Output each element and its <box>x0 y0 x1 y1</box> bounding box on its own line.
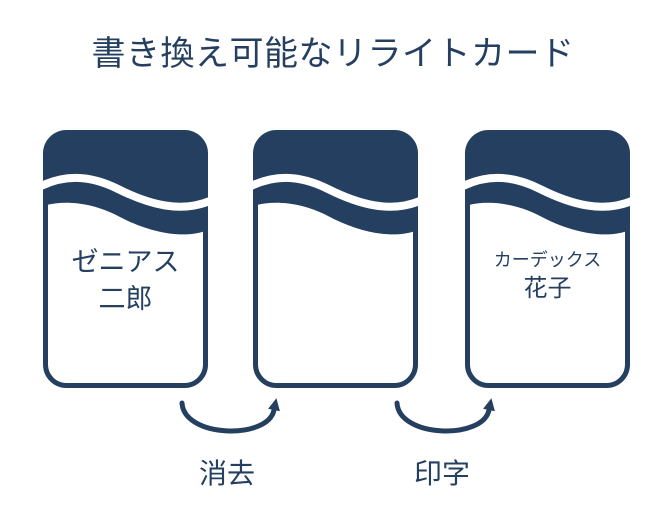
rewrite-card-reprinted: カーデックス 花子 <box>465 130 630 388</box>
erase-label: 消去 <box>198 458 255 489</box>
card-name-line2: 二郎 <box>98 284 153 314</box>
rewrite-card-blank <box>253 130 418 388</box>
card-icon <box>253 130 418 388</box>
print-label: 印字 <box>413 458 470 489</box>
rewrite-card-printed: ゼニアス 二郎 <box>43 130 208 388</box>
print-arrow-icon <box>387 398 497 446</box>
card-name-line2: 花子 <box>523 275 572 302</box>
erase-arrow-icon <box>172 398 282 446</box>
card-name-text: ゼニアス 二郎 <box>43 244 208 318</box>
card-name-text: カーデックス 花子 <box>465 248 630 304</box>
card-icon <box>43 130 208 388</box>
card-icon <box>465 130 630 388</box>
card-name-line1: ゼニアス <box>71 247 180 277</box>
card-name-line1: カーデックス <box>493 250 602 270</box>
diagram-title: 書き換え可能なリライトカード <box>91 35 575 73</box>
